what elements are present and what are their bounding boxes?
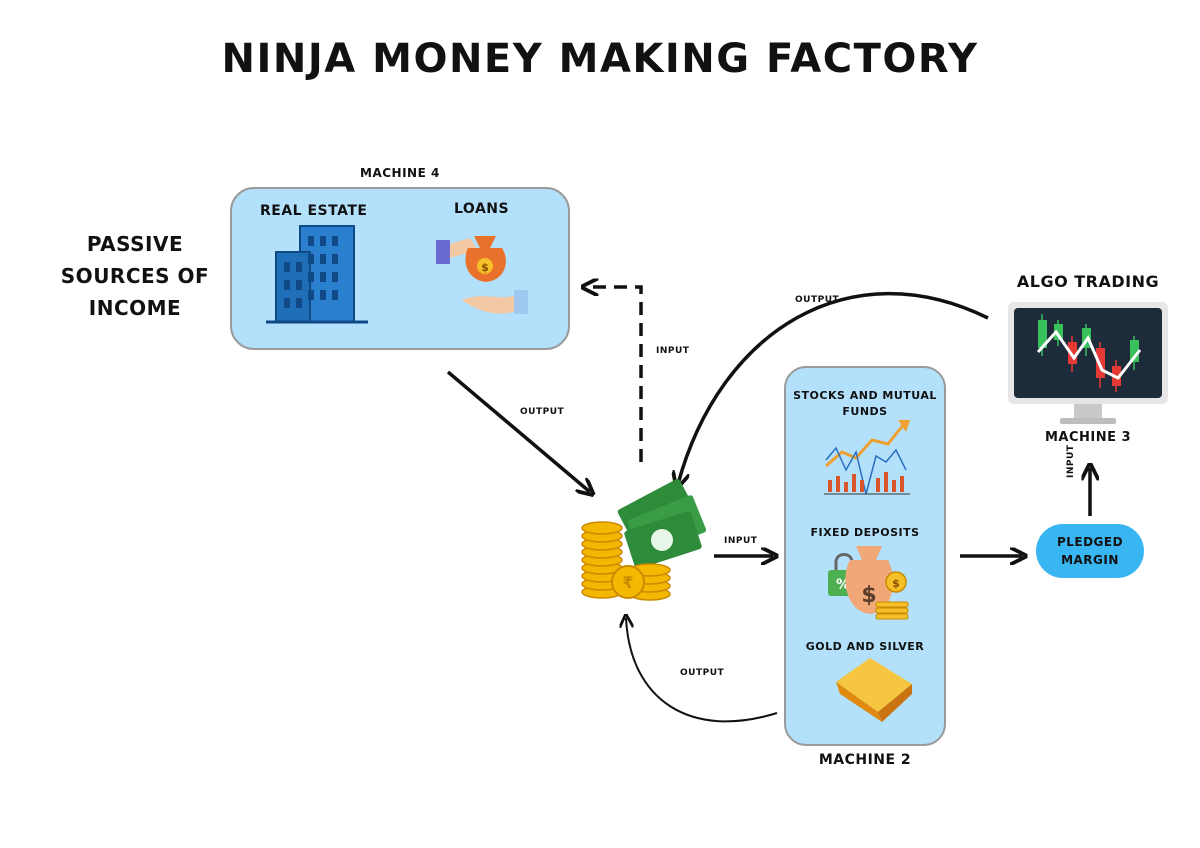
passive-income-label: PASSIVE SOURCES OF INCOME [60, 232, 210, 320]
machine4-label: MACHINE 4 [360, 166, 440, 180]
svg-text:₹: ₹ [622, 573, 633, 592]
machine2-label: MACHINE 2 [818, 752, 912, 768]
pledged-margin-badge: PLEDGED MARGIN [1036, 524, 1144, 578]
buildings-icon [266, 225, 368, 324]
loans-label: LOANS [454, 201, 510, 217]
machine4-input-label: INPUT [656, 346, 690, 356]
machine3-label: MACHINE 3 [1044, 430, 1132, 445]
money-bag-hands-icon: $ [436, 236, 528, 314]
machine4-input-arrow [586, 287, 643, 462]
fixed-deposits-icon: % $ $ [828, 546, 909, 620]
page-title: NINJA MONEY MAKING FACTORY [221, 36, 979, 82]
fixed-deposits-label: FIXED DEPOSITS [810, 526, 920, 539]
machine2-input-label: INPUT [724, 536, 758, 546]
machine4-output-label: OUTPUT [520, 407, 565, 417]
svg-text:$: $ [481, 261, 489, 274]
machine2-output-arrow [626, 618, 778, 723]
algo-output-arrow [678, 291, 989, 484]
svg-text:$: $ [892, 577, 900, 590]
money-pile-icon: ₹ [581, 478, 707, 601]
gold-bar-icon [836, 658, 912, 722]
algo-trading-label: ALGO TRADING [1016, 272, 1160, 291]
real-estate-label: REAL ESTATE [260, 203, 368, 219]
algo-trading-monitor-icon [1008, 302, 1168, 424]
algo-output-label: OUTPUT [795, 295, 840, 305]
stocks-mutual-funds-label: STOCKS AND MUTUAL FUNDS [793, 389, 937, 418]
stocks-chart-icon [824, 420, 910, 495]
gold-silver-label: GOLD AND SILVER [805, 640, 925, 653]
machine2-output-label: OUTPUT [680, 668, 725, 678]
machine4-output-arrow [446, 370, 590, 492]
svg-text:$: $ [861, 583, 876, 608]
